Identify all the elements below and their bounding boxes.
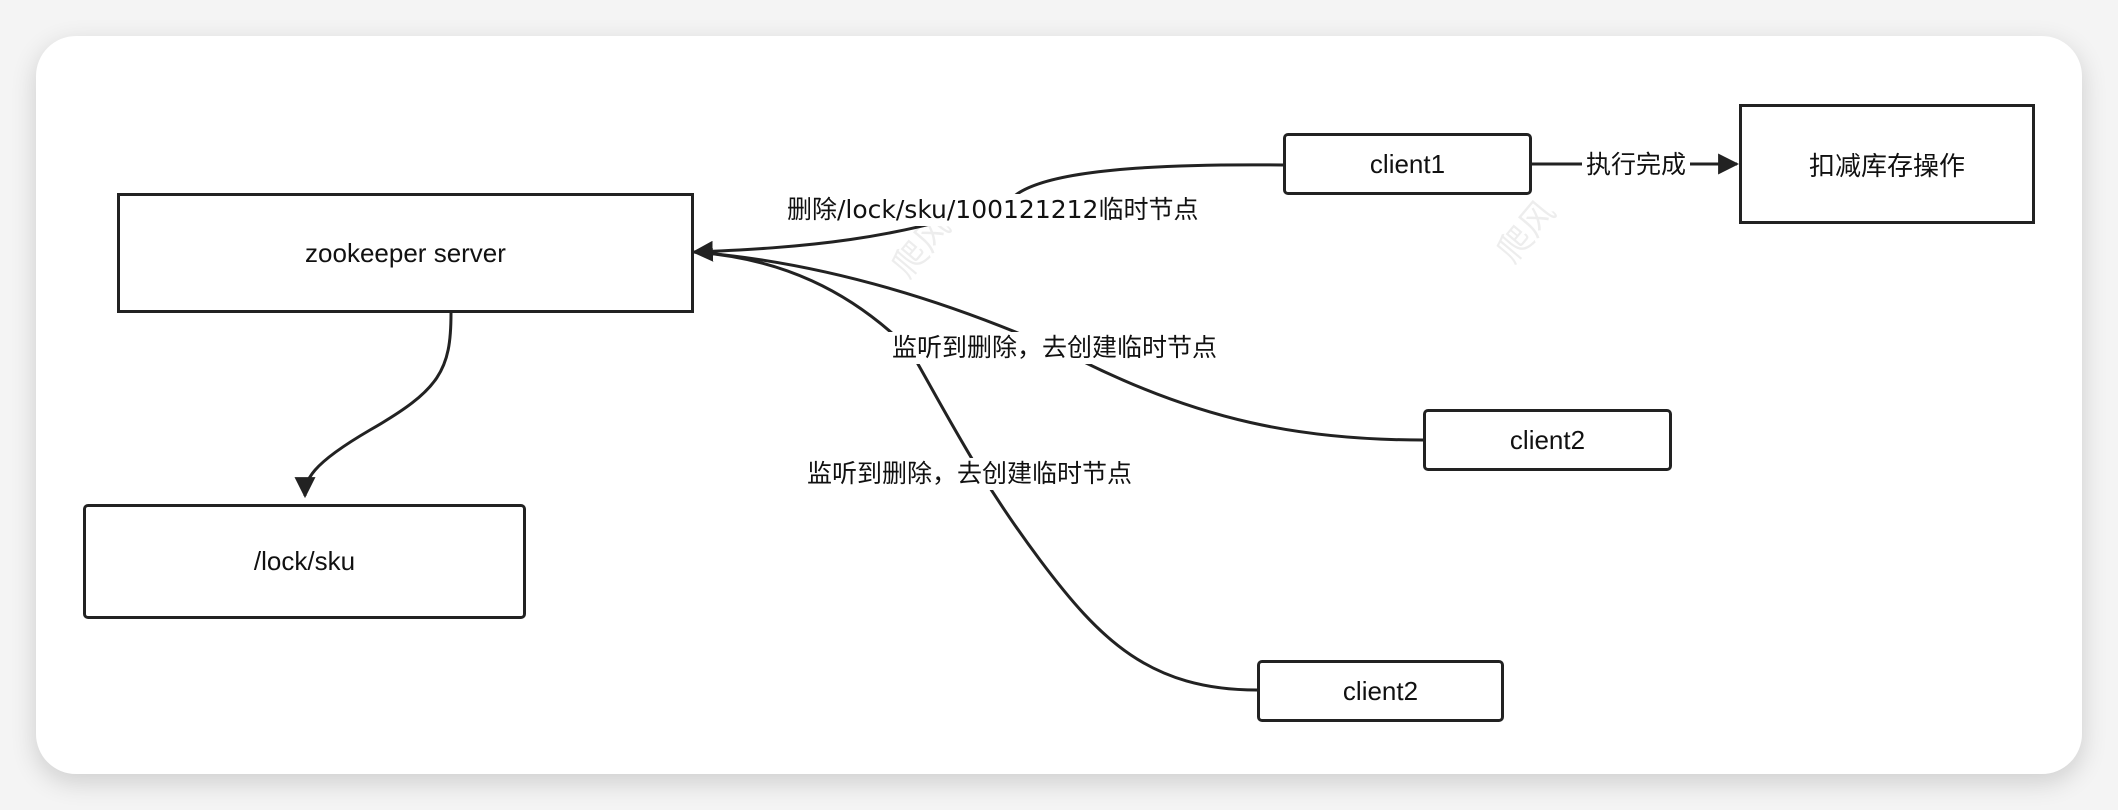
client2-upper-label: client2 (1509, 424, 1586, 455)
edge-label-delete-temp-node: 删除/lock/sku/100121212临时节点 (783, 194, 1203, 226)
edge-label-watch-create-upper: 监听到删除，去创建临时节点 (888, 332, 1222, 364)
client2-lower-label: client2 (1342, 675, 1419, 706)
lock-sku-label: /lock/sku (253, 546, 356, 576)
deduct-inventory-label: 扣减库存操作 (1808, 150, 1965, 181)
edge-label-watch-create-lower: 监听到删除，去创建临时节点 (803, 458, 1137, 490)
edge-label-execute-complete: 执行完成 (1582, 149, 1691, 181)
client2-upper-node: client2 (1423, 409, 1672, 471)
edge-server-to-lock-sku (294, 312, 453, 499)
deduct-inventory-node: 扣减库存操作 (1739, 104, 2035, 224)
zookeeper-server-label: zookeeper server (305, 237, 506, 268)
client2-lower-node: client2 (1257, 660, 1504, 722)
edge-client2-lower-to-server (693, 250, 1258, 692)
lock-sku-node: /lock/sku (83, 504, 526, 619)
zookeeper-server-node: zookeeper server (117, 193, 694, 313)
client1-node: client1 (1283, 133, 1532, 195)
client1-label: client1 (1369, 148, 1446, 179)
